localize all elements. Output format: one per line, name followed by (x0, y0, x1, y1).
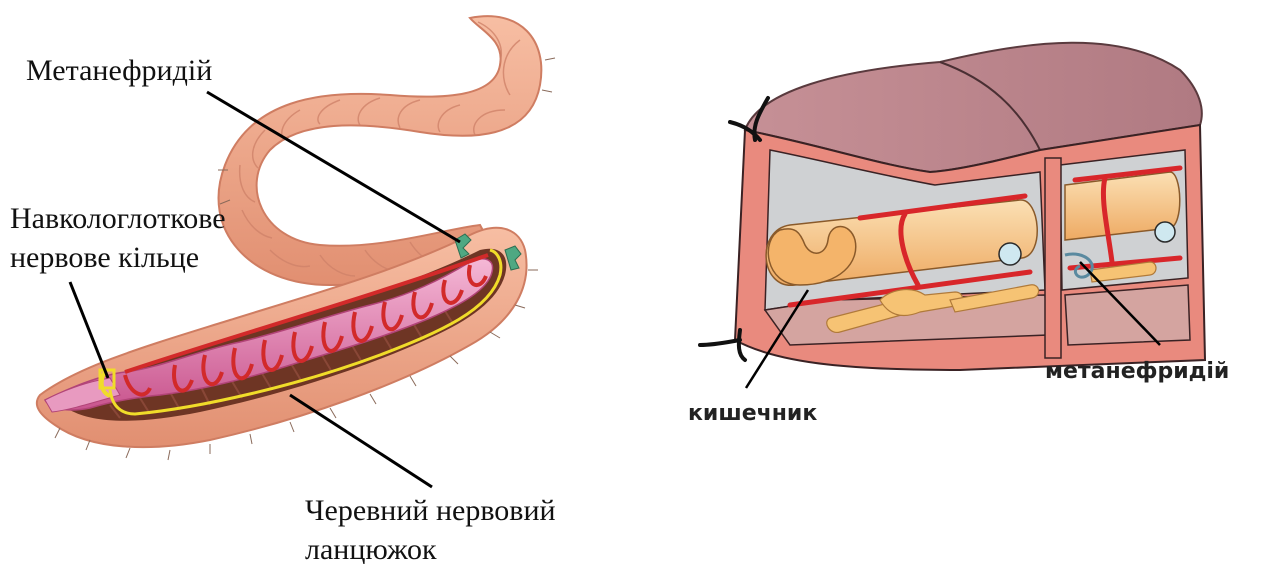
label-intestine: кишечник (688, 401, 817, 426)
label-metanephridium: Метанефридій (26, 54, 212, 87)
section-cavity-lower-right (1065, 285, 1190, 345)
worm-illustration: Метанефридій Навкологлоткове нервове кіл… (10, 16, 556, 564)
section-septum (1045, 158, 1061, 358)
label-nerve-ring-line1: Навкологлоткове (10, 202, 226, 235)
section-illustration: кишечник метанефридій (688, 43, 1229, 426)
label-nerve-cord-line2: ланцюжок (305, 533, 437, 564)
label-nerve-ring-line2: нервове кільце (10, 241, 199, 274)
pointer-nerve-cord (290, 395, 432, 487)
label-nerve-cord-line1: Черевний нервовий (305, 494, 556, 527)
label-metanephridium-right: метанефридій (1045, 359, 1229, 384)
pointer-nerve-ring (70, 282, 108, 378)
